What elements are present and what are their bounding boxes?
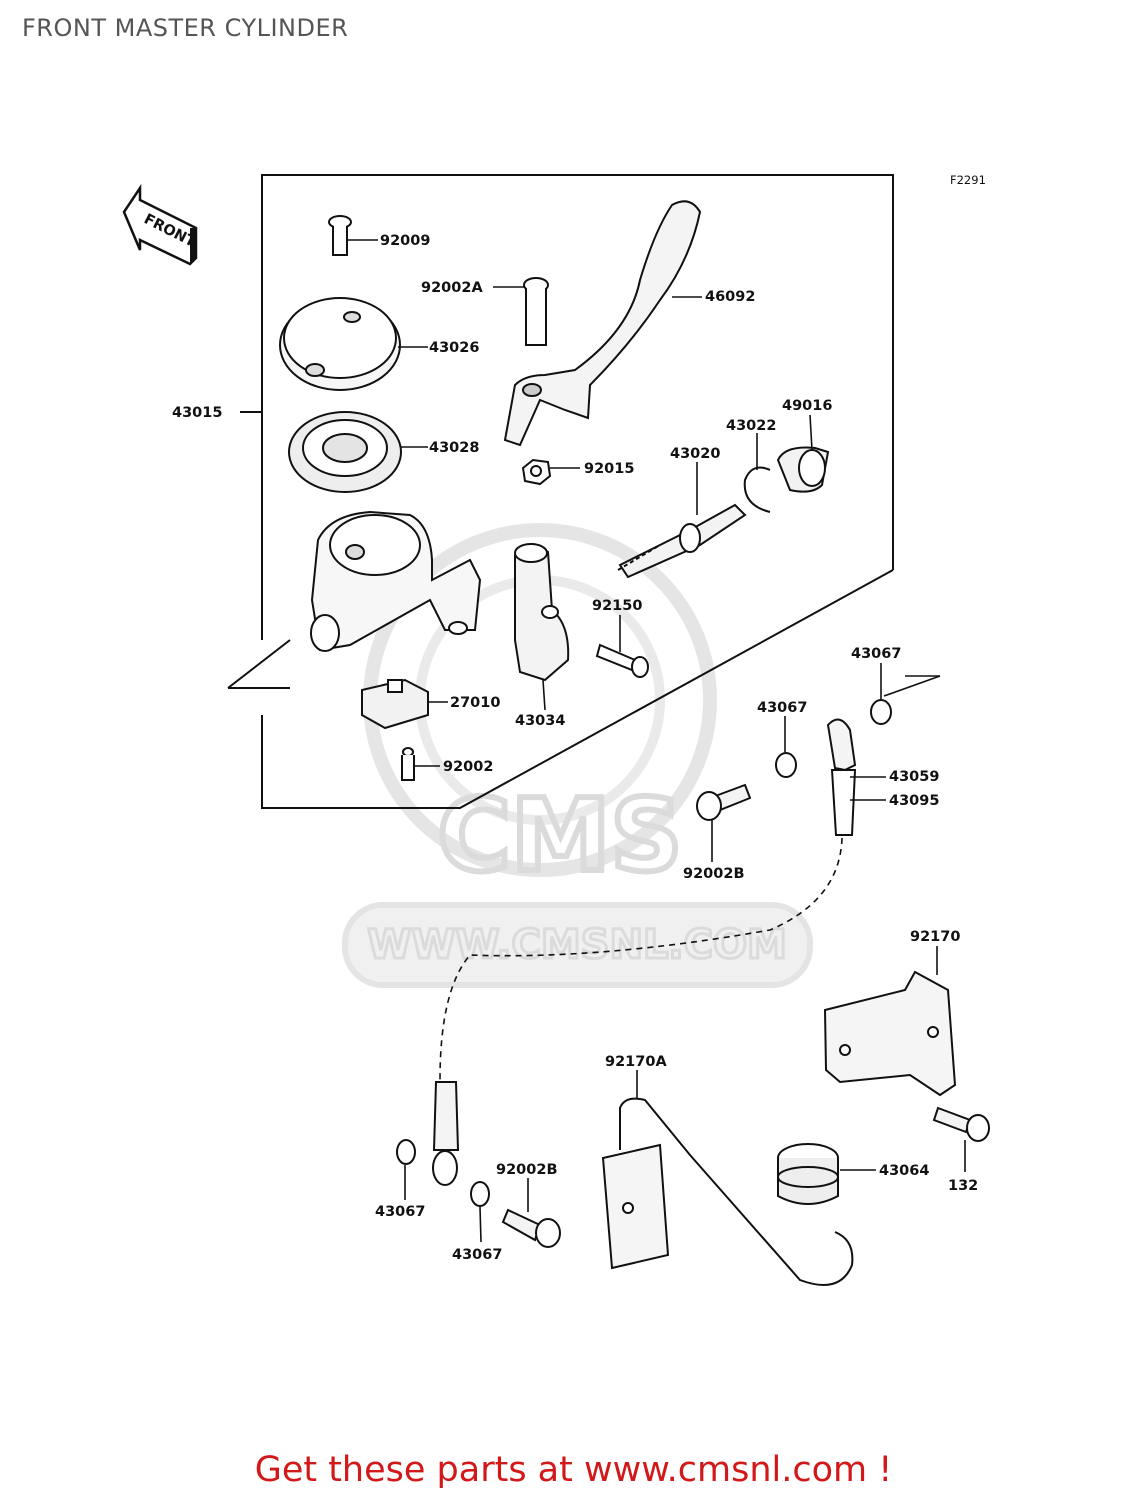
watermark-brand: CMS	[438, 777, 683, 894]
label-43059: 43059	[889, 769, 939, 785]
watermark-url: WWW.CMSNL.COM	[367, 922, 787, 968]
label-92002A: 92002A	[421, 280, 483, 296]
washer-43067-top	[870, 699, 892, 725]
banjo-bolt-92002B-lower	[501, 1208, 561, 1248]
piston-assembly-43020	[617, 503, 747, 579]
pivot-bolt-92002A	[523, 277, 549, 346]
bolt-132	[932, 1106, 990, 1142]
label-92002B-a: 92002B	[683, 866, 745, 882]
label-43028: 43028	[429, 440, 479, 456]
page-title: FRONT MASTER CYLINDER	[22, 14, 349, 42]
label-43067-c: 43067	[375, 1204, 425, 1220]
dust-boot-49016	[776, 446, 830, 493]
brake-lever-46092	[503, 200, 702, 447]
brake-hose-dashed	[439, 837, 843, 1081]
label-46092: 46092	[705, 289, 755, 305]
washer-43067-lower-left	[396, 1139, 416, 1165]
label-27010: 27010	[450, 695, 500, 711]
washer-43067-lower-right	[470, 1181, 490, 1207]
label-92015: 92015	[584, 461, 634, 477]
assembly-outline-43015	[227, 174, 894, 809]
bracket-92170	[823, 970, 957, 1097]
label-43015: 43015	[172, 405, 222, 421]
label-92009: 92009	[380, 233, 430, 249]
hose-guide-92170A	[601, 1097, 854, 1286]
front-direction-arrow: FRONT	[122, 183, 198, 266]
circlip-43022	[743, 466, 771, 513]
grommet-43064	[777, 1143, 839, 1205]
hose-fitting-43059-upper	[826, 718, 857, 836]
exploded-parts-diagram: CMS WWW.CMSNL.COM F2291 FRONT	[122, 173, 990, 1286]
label-92170: 92170	[910, 929, 960, 945]
washer-43067-mid	[775, 752, 797, 778]
nut-92015	[521, 458, 552, 486]
label-43067-b: 43067	[757, 700, 807, 716]
label-92150: 92150	[592, 598, 642, 614]
leader-lines	[347, 239, 966, 1243]
label-43064: 43064	[879, 1163, 929, 1179]
label-132: 132	[948, 1178, 978, 1194]
label-43020: 43020	[670, 446, 720, 462]
screw-92002	[401, 747, 415, 781]
part-number-labels: 92009 92002A 46092 43026 43015 43028 920…	[172, 233, 978, 1263]
label-92170A: 92170A	[605, 1054, 667, 1070]
label-43095: 43095	[889, 793, 939, 809]
label-43022: 43022	[726, 418, 776, 434]
label-43067-d: 43067	[452, 1247, 502, 1263]
label-43067-a: 43067	[851, 646, 901, 662]
master-cylinder-body	[310, 510, 482, 652]
brake-switch-27010	[361, 678, 429, 730]
label-92002: 92002	[443, 759, 493, 775]
label-43034: 43034	[515, 713, 565, 729]
footer-link-text[interactable]: Get these parts at www.cmsnl.com !	[254, 1450, 893, 1490]
label-49016: 49016	[782, 398, 832, 414]
label-92002B-b: 92002B	[496, 1162, 558, 1178]
reservoir-cap-43026	[279, 297, 401, 391]
hose-fitting-lower	[432, 1081, 460, 1186]
screw-92009	[328, 215, 352, 256]
bolt-92150	[595, 643, 649, 678]
diagram-code: F2291	[950, 173, 986, 187]
banjo-bolt-92002B-upper	[696, 783, 752, 821]
diaphragm-43028	[288, 411, 402, 493]
label-43026: 43026	[429, 340, 479, 356]
clamp-43034	[514, 543, 570, 682]
